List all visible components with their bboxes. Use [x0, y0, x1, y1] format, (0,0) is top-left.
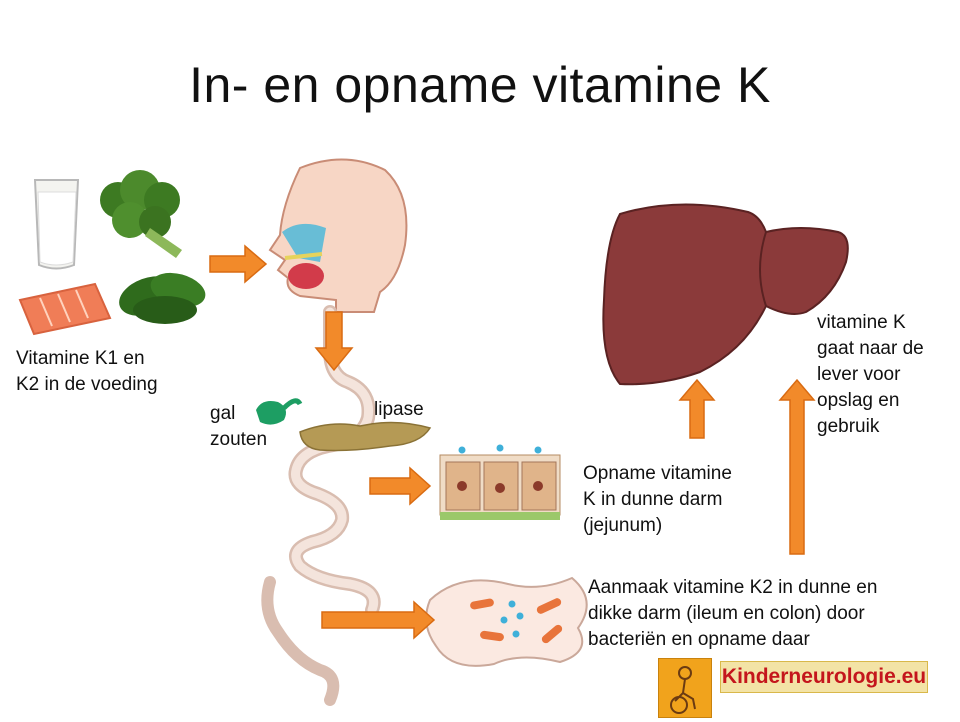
gut-to-cells-arrow	[369, 466, 432, 506]
digestive-tract-icon	[256, 305, 432, 706]
food-to-mouth-arrow	[209, 244, 268, 284]
mouth-to-stomach-arrow	[314, 311, 354, 372]
head-icon	[268, 158, 408, 313]
jejunum-uptake-label: Opname vitamine K in dunne darm (jejunum…	[583, 463, 732, 536]
colon-to-liver-arrow	[778, 378, 816, 555]
k2-production-label: Aanmaak vitamine K2 in dunne en dikke da…	[588, 577, 878, 650]
colon-to-bacteria-arrow	[321, 600, 436, 640]
liver-storage-label: vitamine K gaat naar de lever voor opsla…	[817, 312, 924, 437]
logo-text[interactable]: Kinderneurologie.eu	[720, 661, 928, 693]
page-title: In- en opname vitamine K	[189, 57, 771, 113]
salmon-icon	[18, 282, 112, 336]
bile-salts-label: gal zouten	[210, 403, 268, 450]
broccoli-icon	[100, 170, 182, 258]
milk-glass-icon	[33, 179, 80, 270]
colon-bacteria-icon	[425, 576, 588, 667]
spinach-icon	[119, 272, 206, 324]
intestinal-cells-icon	[439, 444, 561, 520]
logo-figure-icon	[658, 658, 712, 718]
food-label: Vitamine K1 en K2 in de voeding	[16, 348, 158, 395]
cells-to-liver-arrow	[678, 378, 716, 439]
lipase-label: lipase	[374, 399, 424, 420]
liver-icon	[602, 203, 849, 386]
